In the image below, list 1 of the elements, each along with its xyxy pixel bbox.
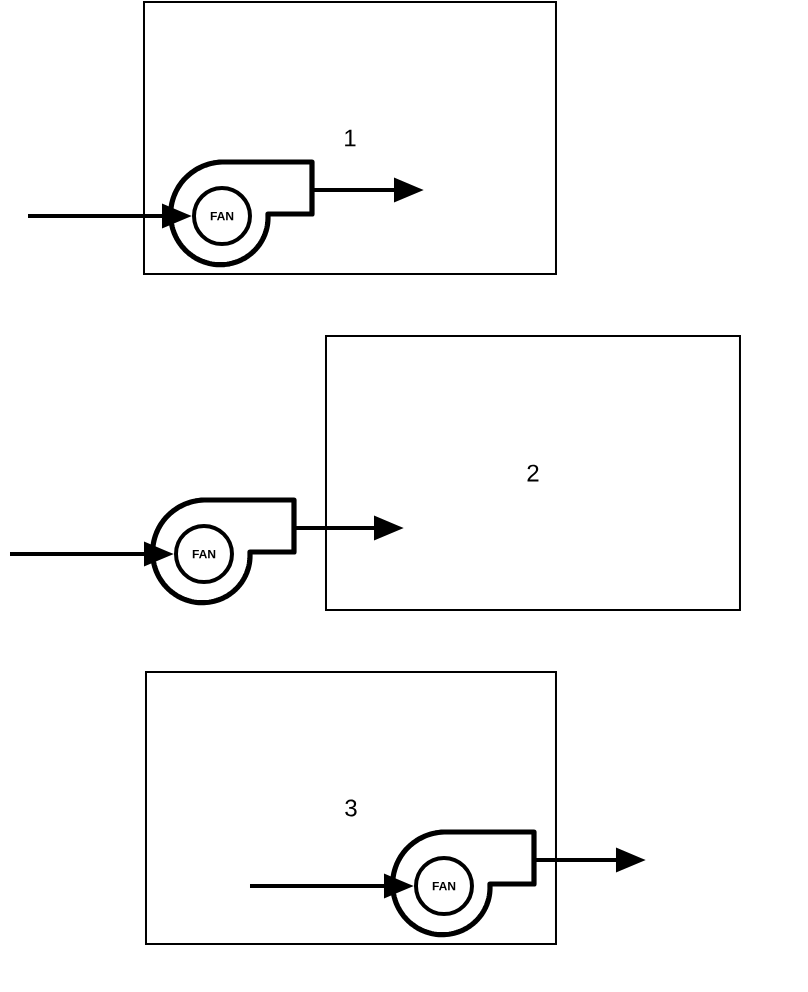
room-box: 2 — [325, 335, 741, 611]
